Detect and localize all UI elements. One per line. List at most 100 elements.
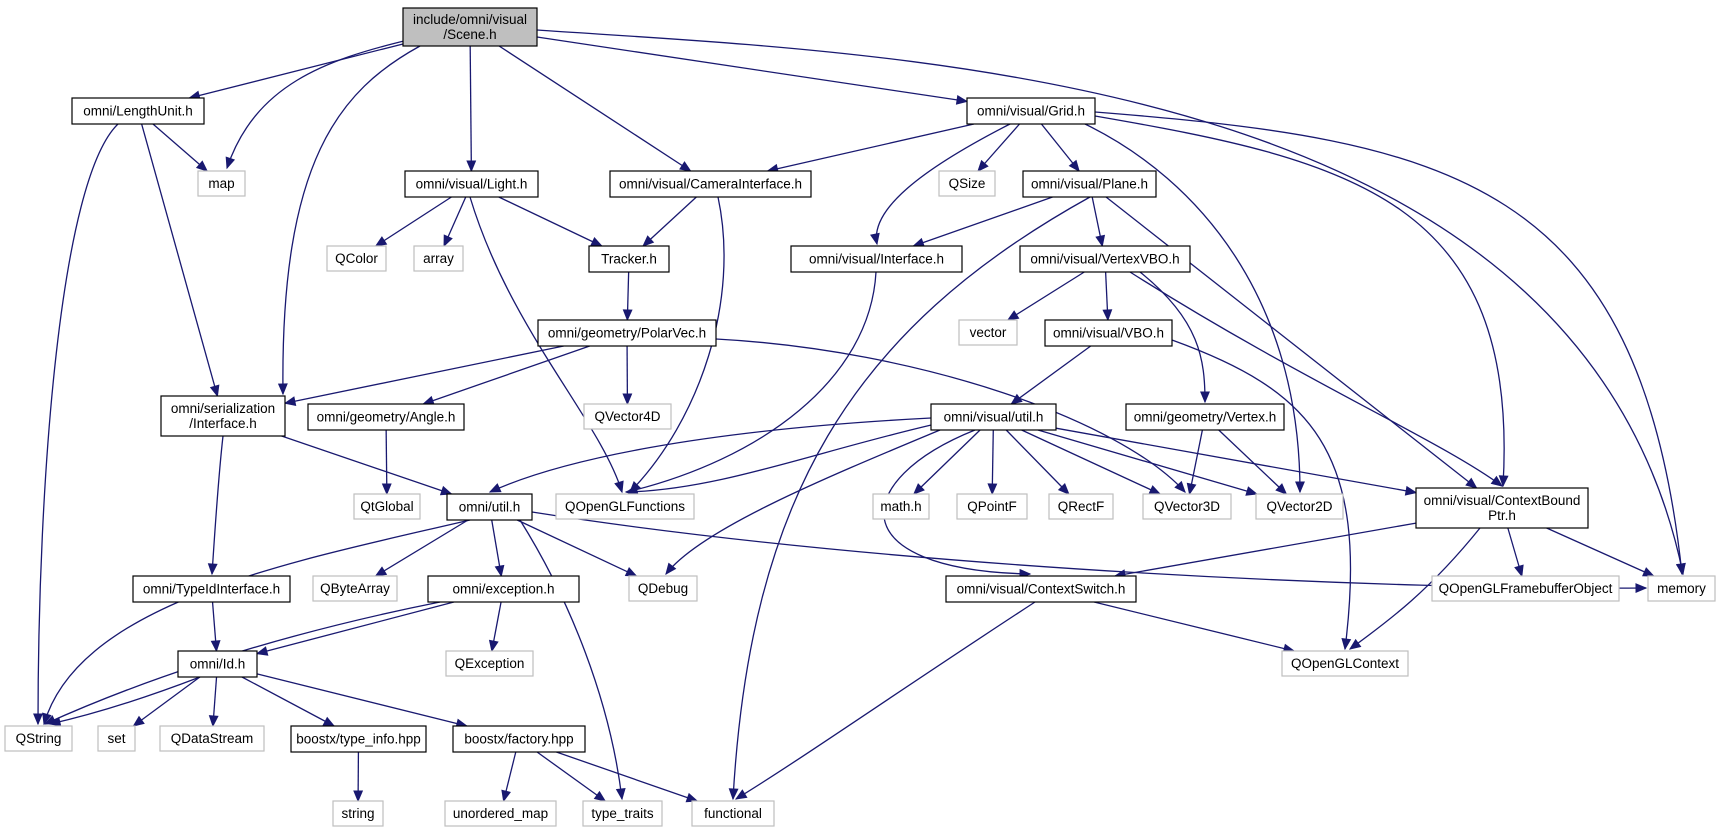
node-functional: functional	[691, 800, 775, 827]
node-exception[interactable]: omni/exception.h	[427, 575, 580, 603]
edge-factory-to-functional	[556, 751, 699, 803]
arrow-head-icon	[33, 713, 43, 726]
edge-scene-to-light	[466, 45, 477, 173]
node-box	[1415, 487, 1589, 529]
node-polarvec[interactable]: omni/geometry/PolarVec.h	[537, 319, 717, 347]
edge-grid-to-qvector2d	[1084, 123, 1305, 494]
edge-ctxswitch-to-functional	[734, 601, 1036, 800]
edge-lengthunit-to-map	[152, 123, 209, 172]
node-box	[353, 493, 421, 520]
arrow-head-icon	[665, 562, 677, 576]
node-set: set	[97, 725, 136, 752]
node-factory[interactable]: boostx/factory.hpp	[452, 725, 586, 753]
edge-tracker-to-polarvec	[622, 271, 633, 322]
node-box	[446, 493, 533, 521]
arrow-head-icon	[987, 483, 998, 496]
arrow-head-icon	[488, 483, 502, 493]
node-camera[interactable]: omni/visual/CameraInterface.h	[609, 170, 812, 198]
node-label: Tracker.h	[601, 252, 657, 267]
node-scene[interactable]: include/omni/visual/Scene.h	[402, 7, 538, 47]
edge-vutil-to-mathh	[912, 429, 981, 495]
arrow-head-icon	[1675, 563, 1686, 576]
arrow-head-icon	[374, 566, 388, 577]
edge-light-to-array	[443, 196, 467, 248]
node-grid[interactable]: omni/visual/Grid.h	[966, 97, 1096, 125]
node-ctxswitch[interactable]: omni/visual/ContextSwitch.h	[945, 575, 1137, 603]
node-qsize: QSize	[938, 170, 996, 197]
node-box	[1044, 319, 1173, 347]
arrow-head-icon	[466, 160, 477, 173]
edge-util-to-typetraits	[519, 519, 626, 801]
edge-polarvec-to-qvector4d	[622, 345, 633, 406]
edge-scene-to-camera	[498, 45, 692, 172]
node-label: QByteArray	[320, 581, 390, 596]
node-box	[404, 170, 539, 198]
node-idh[interactable]: omni/Id.h	[177, 650, 258, 678]
edge-exception-to-idh	[255, 601, 455, 656]
node-box	[555, 493, 695, 520]
edge-cbptr-to-qoglfbo	[1507, 527, 1524, 578]
edge-light-to-qoglfunc	[469, 196, 624, 494]
arrow-head-icon	[642, 235, 655, 247]
node-typeinfo[interactable]: boostx/type_info.hpp	[290, 725, 427, 753]
node-box	[958, 319, 1018, 346]
arrow-head-icon	[283, 396, 297, 407]
node-gvertex[interactable]: omni/geometry/Vertex.h	[1125, 403, 1285, 431]
arrow-head-icon	[225, 156, 236, 170]
node-plane[interactable]: omni/visual/Plane.h	[1022, 170, 1157, 198]
node-label: boostx/factory.hpp	[464, 732, 573, 747]
node-qvector4d: QVector4D	[583, 403, 672, 430]
arrow-head-icon	[255, 646, 269, 656]
node-label: QDataStream	[171, 731, 254, 746]
node-vutil[interactable]: omni/visual/util.h	[930, 403, 1057, 431]
node-label: unordered_map	[453, 806, 548, 821]
node-box	[966, 97, 1096, 125]
node-box	[177, 650, 258, 678]
node-box	[628, 575, 698, 602]
node-box	[1431, 575, 1620, 602]
node-qdebug: QDebug	[628, 575, 698, 602]
arrow-head-icon	[1341, 637, 1352, 651]
node-label: QColor	[335, 251, 378, 266]
arrow-head-icon	[1148, 485, 1162, 495]
node-label: QVector2D	[1266, 499, 1332, 514]
node-qoglctx: QOpenGLContext	[1281, 650, 1409, 677]
node-label: omni/exception.h	[452, 582, 554, 597]
arrow-head-icon	[1642, 567, 1655, 577]
edge-vutil-to-qvector2d	[1037, 429, 1259, 496]
arrow-head-icon	[622, 393, 633, 406]
arrow-head-icon	[912, 483, 925, 495]
node-label: QPointF	[967, 499, 1017, 514]
edge-grid-to-vinterface	[870, 123, 1011, 246]
arrow-head-icon	[1295, 481, 1305, 494]
edge-vutil-to-qrectf	[1005, 429, 1070, 495]
edge-gvertex-to-qvector3d	[1186, 429, 1204, 496]
node-vbo[interactable]: omni/visual/VBO.h	[1044, 319, 1173, 347]
node-qvector3d: QVector3D	[1142, 493, 1232, 520]
edge-vutil-to-qpointf	[987, 429, 998, 496]
node-light[interactable]: omni/visual/Light.h	[404, 170, 539, 198]
edge-vbo-to-vutil	[1010, 345, 1092, 405]
node-box	[1281, 650, 1409, 677]
node-box	[71, 97, 205, 125]
node-typeid[interactable]: omni/TypeIdInterface.h	[132, 575, 291, 603]
node-vertexvbo[interactable]: omni/visual/VertexVBO.h	[1019, 245, 1191, 273]
node-vinterface[interactable]: omni/visual/Interface.h	[790, 245, 963, 273]
node-label: QOpenGLContext	[1291, 656, 1399, 671]
node-util[interactable]: omni/util.h	[446, 493, 533, 521]
node-label: map	[208, 176, 234, 191]
node-lengthunit[interactable]: omni/LengthUnit.h	[71, 97, 205, 125]
edge-vutil-to-qdebug	[665, 429, 941, 576]
edge-vertexvbo-to-gvertex	[1139, 271, 1210, 404]
node-angle[interactable]: omni/geometry/Angle.h	[307, 403, 465, 431]
node-box	[97, 725, 136, 752]
node-typetraits: type_traits	[582, 800, 663, 827]
node-label: omni/visual/CameraInterface.h	[619, 177, 802, 192]
node-tracker[interactable]: Tracker.h	[588, 245, 670, 273]
node-label: QVector4D	[594, 409, 660, 424]
edge-idh-to-typeinfo	[241, 676, 336, 727]
node-serial[interactable]: omni/serialization/Interface.h	[160, 395, 286, 437]
node-label: omni/serialization	[171, 401, 275, 416]
edge-cbptr-to-qoglctx	[1348, 527, 1481, 650]
